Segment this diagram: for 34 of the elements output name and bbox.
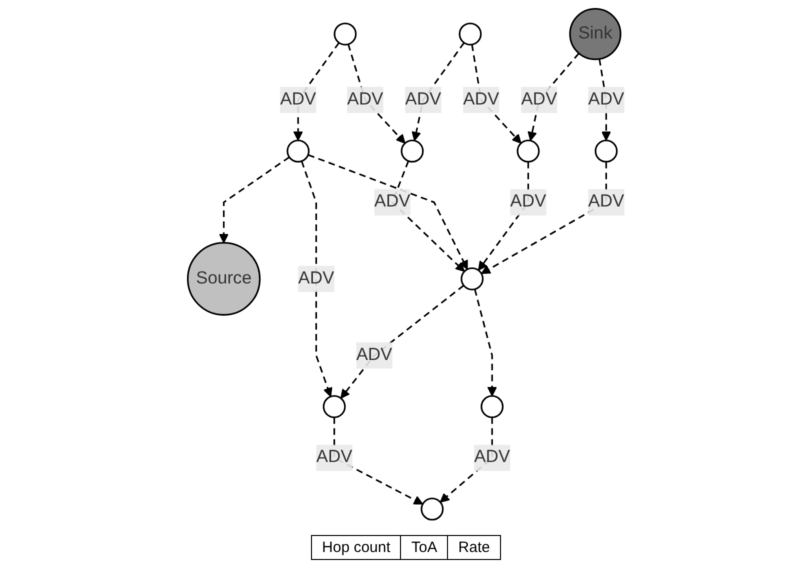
edge-label: ADV — [588, 192, 624, 212]
edge-label: ADV — [280, 90, 316, 109]
edge-label: ADV — [510, 192, 546, 212]
arrow — [300, 160, 332, 398]
node-circle — [400, 140, 424, 163]
node-circle — [480, 395, 504, 418]
edge-label: ADV — [588, 90, 624, 109]
table-cell: Hop count — [312, 536, 401, 560]
edge-label: ADV — [405, 90, 442, 109]
edge-label: ADV — [463, 90, 500, 109]
node-circle: Sink — [569, 8, 622, 60]
arrow — [340, 284, 464, 399]
edge-label: ADV — [298, 269, 334, 288]
node-circle — [334, 22, 357, 46]
table-cell: ToA — [400, 536, 448, 560]
table-cell: Rate — [448, 536, 500, 560]
arrow — [218, 156, 290, 244]
node-circle — [594, 140, 618, 163]
edge-label: ADV — [356, 346, 392, 364]
edge-label: ADV — [374, 192, 410, 212]
node-circle: Source — [186, 242, 261, 316]
edge-label: ADV — [316, 448, 352, 467]
node-circle — [460, 267, 484, 290]
edge-label: ADV — [474, 448, 510, 467]
edge-label: ADV — [521, 90, 558, 109]
arrow — [308, 154, 468, 270]
node-circle — [458, 22, 482, 46]
node-circle — [286, 140, 310, 163]
arrow — [474, 288, 497, 396]
node-circle — [516, 140, 540, 163]
node-circle — [322, 395, 346, 418]
arrow — [480, 162, 607, 274]
edge-label: ADV — [347, 90, 384, 109]
node-circle — [420, 498, 444, 521]
